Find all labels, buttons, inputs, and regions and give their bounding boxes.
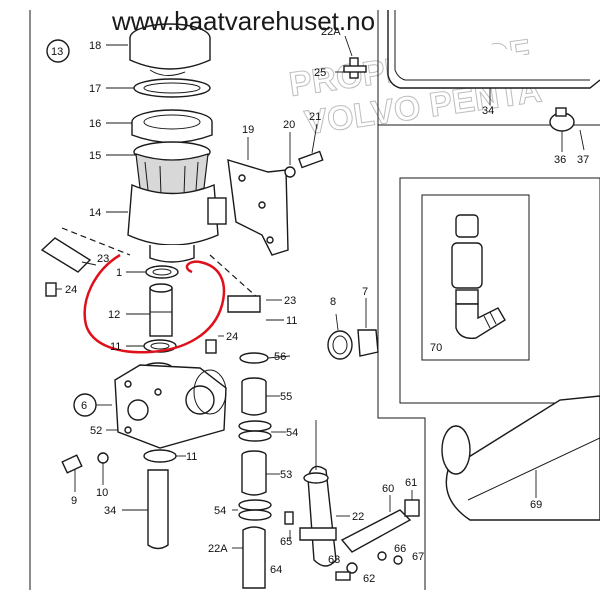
callout-12: 12: [108, 309, 120, 321]
callout-6: 6: [81, 400, 87, 412]
bracket-60: [335, 499, 420, 581]
callout-10: 10: [96, 487, 108, 499]
callout-34-top: 34: [482, 105, 494, 117]
callout-25: 25: [314, 67, 326, 79]
callout-61: 61: [405, 477, 417, 489]
callout-22A-top: 22A: [321, 26, 341, 38]
callout-60: 60: [382, 483, 394, 495]
inset-part-70: [451, 214, 506, 339]
filler-cap: [129, 23, 211, 76]
callout-67: 67: [412, 551, 424, 563]
callout-69: 69: [530, 499, 542, 511]
plate-23-right: [227, 295, 261, 313]
callout-56: 56: [274, 351, 286, 363]
callout-54-lower: 54: [214, 505, 226, 517]
callout-23-right: 23: [284, 295, 296, 307]
callout-11-right: 11: [286, 315, 297, 327]
callout-11-lower: 11: [186, 451, 197, 463]
screw-24-right: [205, 339, 217, 354]
muffler-69: [441, 395, 600, 521]
callout-17: 17: [89, 83, 101, 95]
assembly-number: 13: [51, 46, 63, 58]
callout-23-left: 23: [97, 253, 109, 265]
callout-20: 20: [283, 119, 295, 131]
callout-21: 21: [309, 111, 321, 123]
fuel-tank: [387, 10, 600, 105]
spring-54-lower: [238, 499, 272, 521]
pipe-34: [147, 469, 169, 550]
leader-lines: [56, 44, 413, 549]
callout-55: 55: [280, 391, 292, 403]
callout-22: 22: [352, 511, 364, 523]
callout-65: 65: [280, 536, 292, 548]
callout-53: 53: [280, 469, 292, 481]
bolt-21: [284, 123, 324, 178]
callout-9: 9: [71, 495, 77, 507]
gasket-17: [133, 78, 211, 98]
red-highlight-marker: [83, 253, 226, 354]
callout-14: 14: [89, 207, 101, 219]
sleeve-53: [241, 450, 267, 496]
callout-19: 19: [242, 124, 254, 136]
inset-frame-outer: [399, 177, 600, 404]
site-watermark: www.baatvarehuset.no: [111, 6, 375, 36]
screw-24-left: [45, 282, 57, 297]
filler-housing-14: [127, 183, 227, 263]
callout-64: 64: [270, 564, 282, 576]
callout-66: 66: [394, 543, 406, 555]
strainer-15: [133, 141, 211, 196]
pipe-22A: [242, 526, 266, 589]
bracket-19: [227, 137, 289, 256]
callout-34-lower: 34: [104, 505, 116, 517]
gasket-8: [327, 330, 353, 360]
callout-62: 62: [363, 573, 375, 585]
ring-16: [131, 109, 213, 144]
bolt-65: [284, 511, 294, 525]
callout-54-upper: 54: [286, 427, 298, 439]
sleeve-55: [241, 377, 267, 416]
inset-frame-inner: [421, 194, 530, 361]
callout-15: 15: [89, 150, 101, 162]
assembly-badge: [46, 39, 70, 63]
callout-8: 8: [330, 296, 336, 308]
valve-part-25: [335, 35, 367, 79]
assembly-line-left: [61, 227, 131, 256]
highlighted-group: [83, 253, 226, 354]
callout-37: 37: [577, 154, 589, 166]
hose-clamp-36: [549, 107, 585, 152]
callout-24-left: 24: [65, 284, 77, 296]
o-ring-11-lower: [143, 449, 177, 463]
flange-7: [357, 329, 379, 357]
callout-70: 70: [430, 342, 442, 354]
hose-22: [299, 420, 337, 567]
seal-56: [239, 352, 269, 364]
callout-18: 18: [89, 40, 101, 52]
spring-54-upper: [238, 420, 272, 442]
pump-body: [114, 362, 227, 449]
plate-23-left: [40, 237, 92, 273]
assembly-line-right: [209, 254, 259, 299]
callout-7: 7: [362, 286, 368, 298]
callout-16: 16: [89, 118, 101, 130]
callout-52: 52: [90, 425, 102, 437]
callout-1: 1: [116, 267, 122, 279]
callout-36: 36: [554, 154, 566, 166]
callout-11-highlight: 11: [110, 341, 121, 353]
callout-labels: 18 17 16 15 14 19 20 21 22A 25 34 36 37 …: [65, 26, 589, 585]
callout-63: 63: [328, 554, 340, 566]
callout-24-right: 24: [226, 331, 238, 343]
diagram-frame: [29, 10, 600, 590]
bolt-9: [61, 452, 109, 474]
callout-22A-bottom: 22A: [208, 543, 228, 555]
o-ring-1: [145, 265, 179, 279]
